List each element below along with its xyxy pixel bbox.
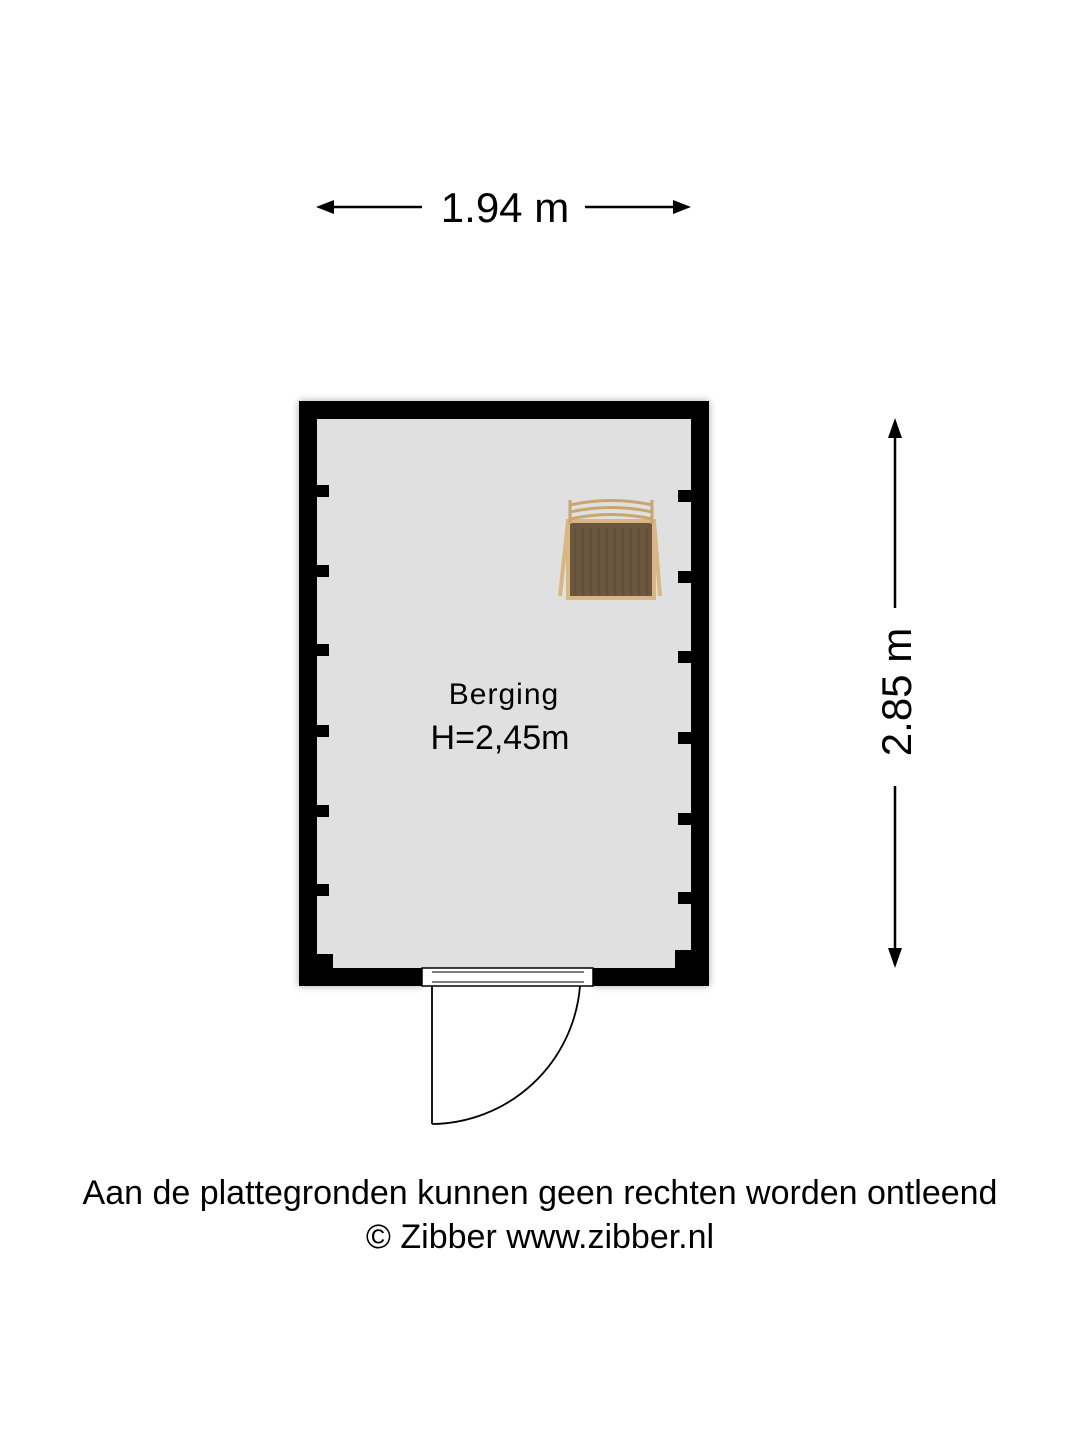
width-dimension: 1.94 m [316, 184, 691, 231]
width-dimension-label: 1.94 m [441, 184, 569, 231]
room-height: H=2,45m [431, 719, 570, 757]
wall-bottom-right [593, 968, 709, 986]
depth-dimension: 2.85 m [873, 418, 920, 968]
depth-dimension-label: 2.85 m [873, 628, 920, 756]
room-berging [299, 401, 709, 986]
door-frame [421, 967, 594, 987]
wall-posts [317, 485, 691, 968]
wall-bottom-left [299, 968, 422, 986]
wall-right [691, 401, 709, 986]
copyright-text: © Zibber www.zibber.nl [365, 1218, 715, 1256]
room-name: Berging [449, 678, 559, 711]
wall-top [299, 401, 709, 419]
storage-rack-icon [558, 499, 662, 600]
room-floor [308, 410, 700, 976]
door [421, 967, 594, 1125]
wall-left [299, 401, 317, 986]
disclaimer-text: Aan de plattegronden kunnen geen rechten… [82, 1174, 998, 1212]
door-swing-arc [431, 985, 581, 1125]
